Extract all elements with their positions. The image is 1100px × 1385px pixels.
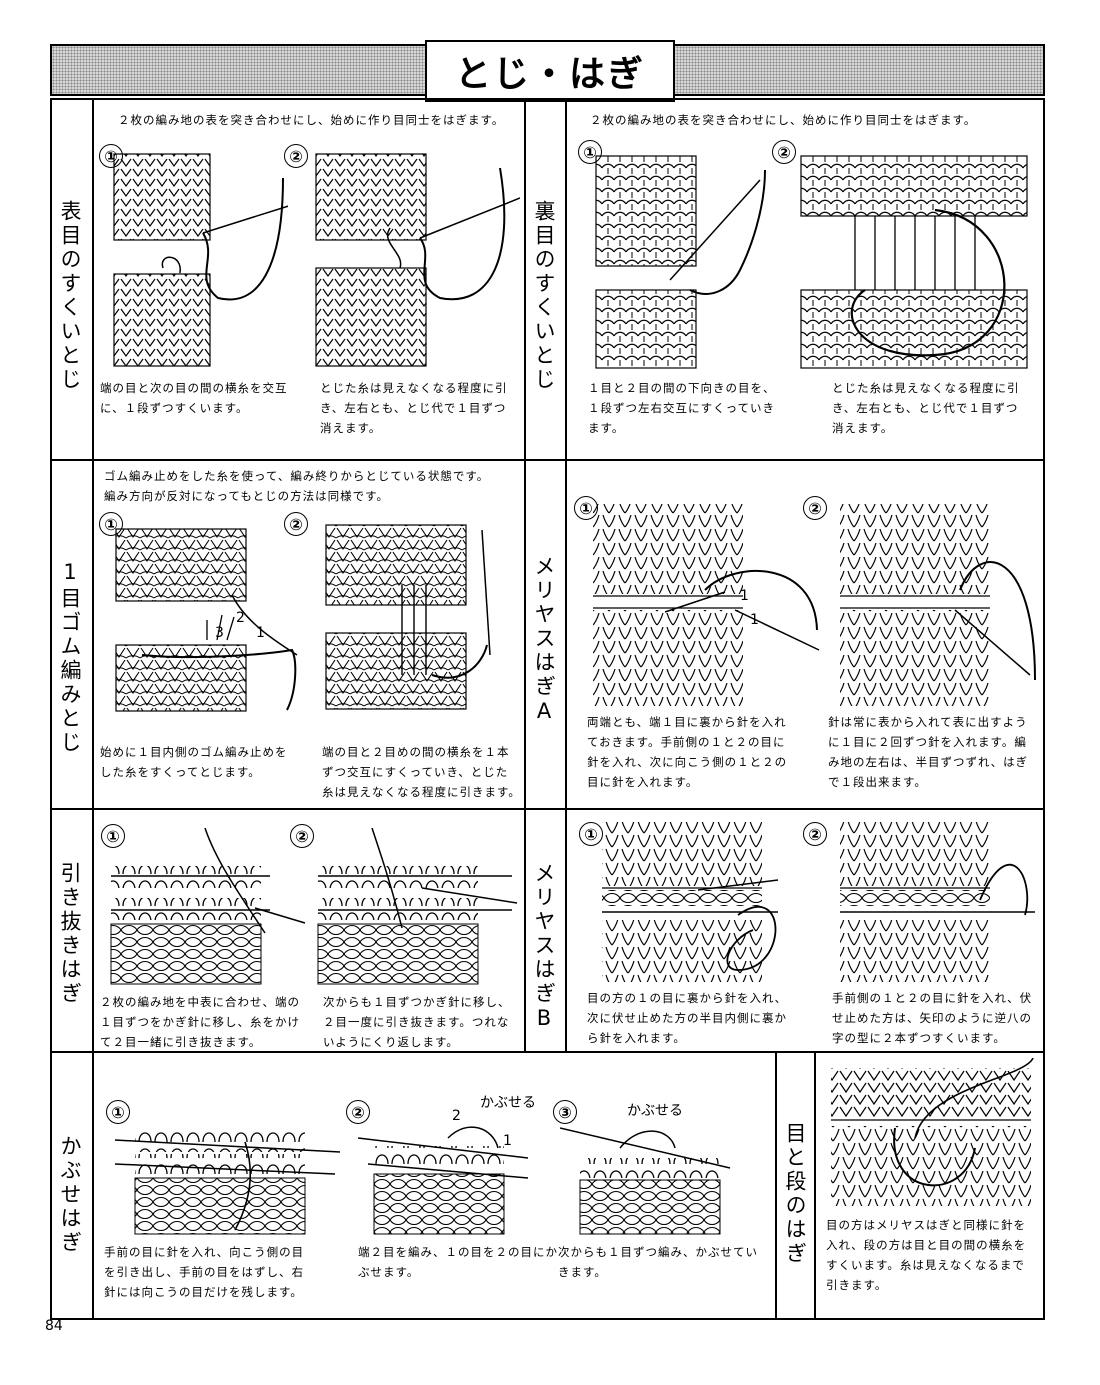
step-number: ① <box>99 512 123 536</box>
knit-fabric-figure <box>800 155 1028 369</box>
knit-fabric-figure <box>317 828 518 985</box>
step1-text: 手前の目に針を入れ、向こう側の目 を引き出し、手前の目をはずし、右 針には向こう… <box>104 1245 305 1299</box>
step3-text: 次からも１目ずつ編み、かぶせてい きます。 <box>558 1245 758 1279</box>
step-number: ① <box>578 140 602 164</box>
illustration-meriyasu-b-step1 <box>588 820 813 985</box>
illustration-meriyasu-a-step1 <box>585 500 825 710</box>
illustration-ura-step1 <box>590 150 780 372</box>
knit-fabric-figure <box>831 1058 1034 1206</box>
step1-text: ２枚の編み地を中表に合わせ、端の １目ずつをかぎ針に移し、糸をかけ て２目一緒に… <box>100 995 300 1049</box>
page-title: とじ・はぎ <box>454 54 645 95</box>
illustration-hikinuki-step2 <box>312 828 522 988</box>
illustration-me-to-dan <box>825 1058 1037 1208</box>
illustration-kabuse-step2 <box>358 1118 533 1236</box>
title-box: とじ・はぎ <box>425 40 675 102</box>
annotation-kabuseru: かぶせる <box>480 1095 536 1111</box>
step2-text: とじた糸は見えなくなる程度に引 き、左右とも、とじ代で１目ずつ 消えます。 <box>832 381 1020 435</box>
illustration-kabuse-step3 <box>560 1118 735 1236</box>
step-number: ③ <box>553 1100 577 1124</box>
knit-fabric-figure <box>602 822 779 982</box>
illustration-kabuse-step1 <box>105 1112 345 1237</box>
section-label-omote: 表目のすくいとじ <box>58 200 82 392</box>
illustration-omote-step1 <box>108 148 288 370</box>
illustration-hikinuki-step1 <box>105 828 310 988</box>
divider <box>50 808 1045 810</box>
step-number: ① <box>106 1100 130 1124</box>
section-intro: ２枚の編み地の表を突き合わせにし、始めに作り目同士をはぎます。 <box>118 113 505 127</box>
step1-text: 目の方の１の目に裏から針を入れ、 次に伏せ止めた方の半目内側に裏か ら針を入れま… <box>587 991 788 1045</box>
divider <box>775 1051 777 1320</box>
divider <box>50 1051 1045 1053</box>
step1-text: 両端とも、端１目に裏から針を入れ ておきます。手前側の１と２の目に 針を入れ、次… <box>587 715 788 789</box>
page-number: 84 <box>45 1318 63 1334</box>
step-number: ① <box>101 824 125 848</box>
annotation-kabuseru: かぶせる <box>627 1103 683 1119</box>
step-number: ② <box>772 140 796 164</box>
step-number: ② <box>803 822 827 846</box>
label-separator <box>524 98 526 1053</box>
knit-fabric-figure <box>115 528 298 712</box>
knit-fabric-figure <box>593 504 820 706</box>
divider <box>50 459 1045 461</box>
knit-fabric-figure <box>325 524 491 710</box>
knit-fabric-figure <box>840 504 1036 706</box>
knit-fabric-figure <box>114 1130 341 1235</box>
arrow-label: 3 <box>215 625 224 641</box>
arrow-label: 1 <box>256 625 265 641</box>
illustration-ura-step2 <box>795 150 1035 372</box>
illustration-gomu-step2 <box>322 515 522 715</box>
knit-fabric-figure <box>358 1126 529 1235</box>
step-number: ② <box>284 512 308 536</box>
step1-text: 端の目と次の目の間の横糸を交互 に、１段ずつすくいます。 <box>100 381 288 415</box>
step2-text: 次からも１目ずつかぎ針に移し、 ２目一度に引き抜きます。つれな いようにくり返し… <box>323 995 511 1049</box>
step2-label: 2 <box>452 1108 461 1124</box>
step-number: ② <box>803 496 827 520</box>
knit-fabric-figure <box>595 155 766 369</box>
step2-text: とじた糸は見えなくなる程度に引 き、左右とも、とじ代で１目ずつ 消えます。 <box>320 381 508 435</box>
section-intro: ゴム編み止めをした糸を使って、編み終りからとじている状態です。 編み方向が反対に… <box>104 469 490 503</box>
section-label-gomu: 1目ゴム編みとじ <box>58 560 82 755</box>
label-separator <box>814 1051 816 1320</box>
step1-text: １目と２目の間の下向きの目を、 １段ずつ左右交互にすくっていき ます。 <box>588 381 776 435</box>
arrow-label: 2 <box>236 610 245 626</box>
step-number: ② <box>290 824 314 848</box>
content-frame <box>50 98 1045 1320</box>
step2-label: 1 <box>503 1133 512 1149</box>
me-to-dan-text: 目の方はメリヤスはぎと同様に針を 入れ、段の方は目と目の間の横糸を すくいます。… <box>826 1218 1027 1292</box>
section-label-ura: 裏目のすくいとじ <box>532 200 556 392</box>
knit-fabric-figure <box>315 153 520 367</box>
step-number: ② <box>284 144 308 168</box>
illustration-omote-step2 <box>310 148 520 370</box>
label-separator <box>92 98 94 1053</box>
arrow-label: 1 <box>740 588 749 604</box>
step2-text: 端２目を編み、１の目を２の目にか ぶせます。 <box>358 1245 558 1279</box>
step2-text: 針は常に表から入れて表に出すよう に１目に２回ずつ針を入れます。編 み地の左右は… <box>828 715 1029 789</box>
arrow-label: 1 <box>750 612 759 628</box>
section-label-kabuse: かぶせはぎ <box>58 1135 82 1255</box>
section-label-meriyasu-a: メリヤスはぎA <box>532 555 556 726</box>
section-label-hikinuki: 引き抜きはぎ <box>58 862 82 1006</box>
knit-fabric-figure <box>113 153 288 367</box>
label-separator <box>92 1051 94 1320</box>
knit-fabric-figure <box>110 828 306 985</box>
divider <box>565 98 567 1053</box>
section-label-meriyasu-b: メリヤスはぎB <box>532 862 556 1033</box>
step-number: ② <box>346 1100 370 1124</box>
illustration-gomu-step1 <box>112 515 312 715</box>
section-label-me-to-dan: 目と段のはぎ <box>783 1122 807 1266</box>
step1-text: 始めに１目内側のゴム編み止めを した糸をすくってとじます。 <box>100 745 288 779</box>
section-intro: ２枚の編み地の表を突き合わせにし、始めに作り目同士をはぎます。 <box>590 113 977 127</box>
step2-text: 端の目と２目めの間の横糸を１本 ずつ交互にすくっていき、とじた 糸は見えなくなる… <box>322 745 521 799</box>
illustration-meriyasu-b-step2 <box>830 820 1040 985</box>
step2-text: 手前側の１と２の目に針を入れ、伏 せ止めた方は、矢印のように逆八の 字の型に２本… <box>832 991 1033 1045</box>
illustration-meriyasu-a-step2 <box>830 500 1040 710</box>
knit-fabric-figure <box>840 822 1035 982</box>
knit-fabric-figure <box>560 1127 731 1235</box>
